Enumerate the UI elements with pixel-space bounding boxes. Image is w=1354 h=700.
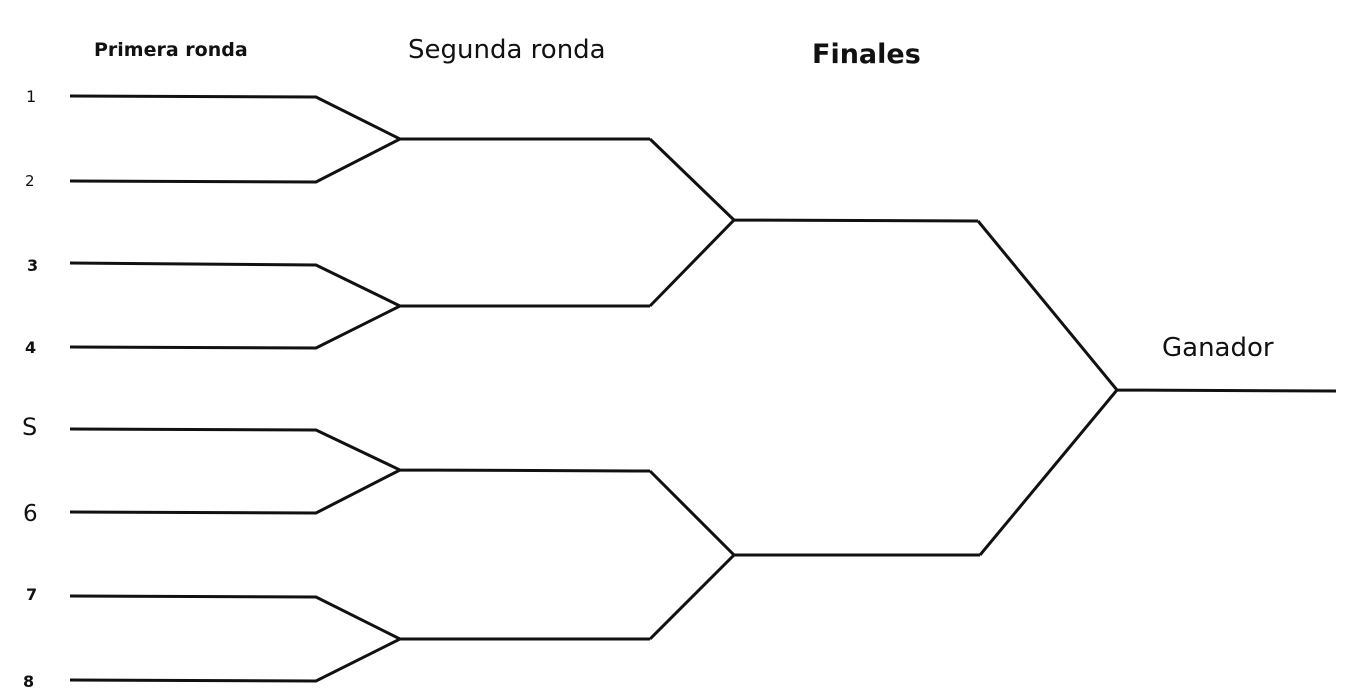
seed-label-4: 4 xyxy=(25,338,37,357)
seed-label-1: 1 xyxy=(26,87,37,106)
second-round-header: Segunda ronda xyxy=(408,35,606,65)
final-lines xyxy=(976,220,1337,556)
match-7-8-lines xyxy=(69,594,650,683)
match-5-6-lines xyxy=(69,427,651,515)
semifinal-top-lines xyxy=(648,137,979,308)
seed-label-2: 2 xyxy=(25,172,35,190)
seed-label-5: S xyxy=(22,413,38,441)
match-3-4-lines xyxy=(69,261,650,350)
winner-label: Ganador xyxy=(1162,333,1274,363)
semifinal-bottom-lines xyxy=(648,469,980,641)
seed-label-3: 3 xyxy=(27,256,39,275)
seed-label-7: 7 xyxy=(26,585,38,604)
match-1-2-lines xyxy=(69,94,650,184)
seed-label-8: 8 xyxy=(23,672,35,691)
seed-label-6: 6 xyxy=(23,501,38,527)
first-round-header: Primera ronda xyxy=(94,39,248,61)
finals-header: Finales xyxy=(812,39,921,70)
